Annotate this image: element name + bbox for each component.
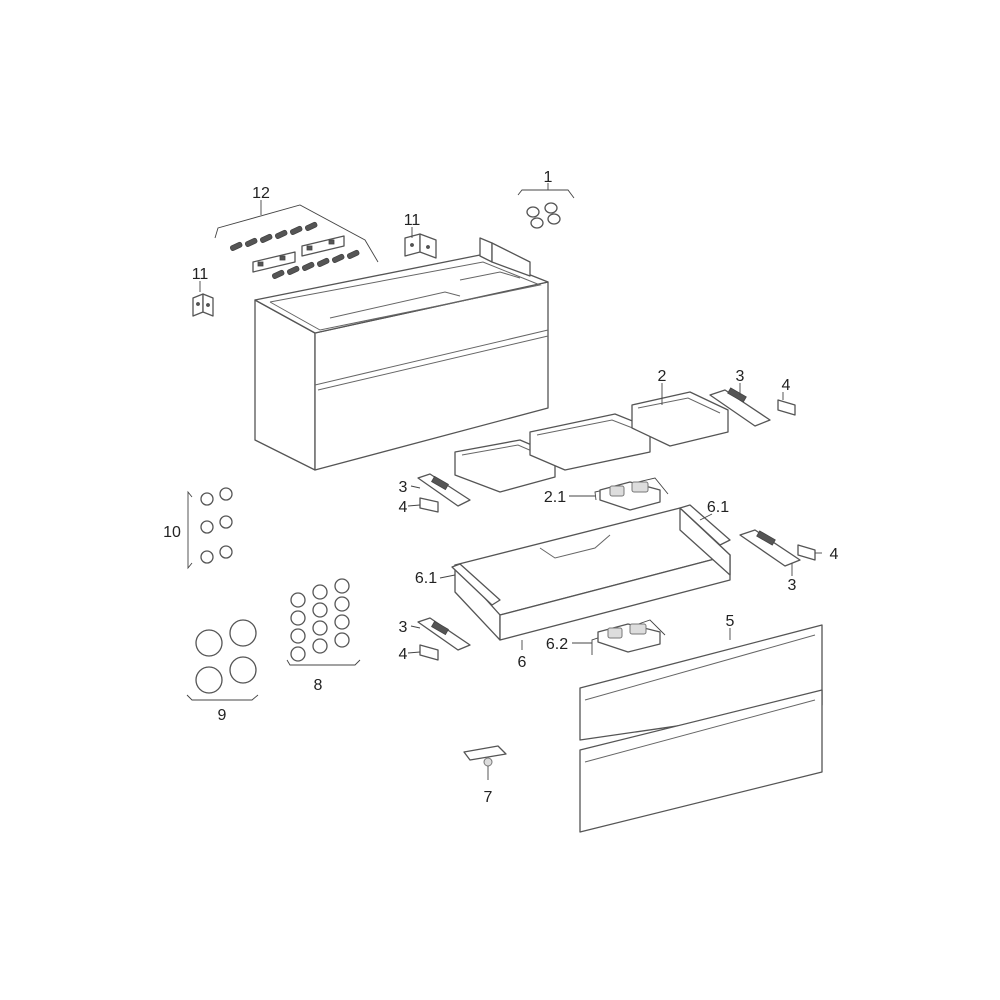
drawer-organiser (454, 391, 729, 493)
label-11-left: 11 (192, 266, 209, 283)
organiser-clip (594, 477, 669, 511)
mounting-brackets (252, 235, 345, 273)
drawer-runner-left-lower (417, 617, 471, 651)
screw-row-lower (271, 249, 360, 279)
label-4-upper-right: 4 (782, 377, 791, 394)
label-2: 2 (658, 368, 667, 385)
label-9: 9 (218, 707, 227, 724)
leader-lines (199, 183, 822, 654)
label-3-right-middle: 3 (788, 577, 797, 594)
plug-set (187, 487, 233, 570)
drawer-frame (454, 507, 731, 641)
label-4-left-lower: 4 (399, 646, 408, 663)
label-1: 1 (544, 169, 553, 186)
label-3-left-upper: 3 (399, 479, 408, 496)
label-10: 10 (163, 524, 181, 541)
fixing-clip (463, 745, 507, 780)
screw-row-upper (229, 221, 318, 251)
label-8: 8 (314, 677, 323, 694)
drawer-runner-upper-right (709, 387, 771, 427)
wall-mounting-set (214, 204, 379, 279)
label-4-left-upper: 4 (399, 499, 408, 516)
part-labels: 1 12 11 11 2 3 4 3 4 2.1 6.1 10 4 6.1 3 … (163, 169, 838, 806)
label-3-left-lower: 3 (399, 619, 408, 636)
label-5: 5 (726, 613, 735, 630)
label-2-1: 2.1 (544, 489, 566, 506)
cover-cap-right-middle (797, 544, 816, 561)
label-4-right-middle: 4 (830, 546, 839, 563)
feet-set (517, 189, 575, 229)
label-6-1-left: 6.1 (415, 570, 437, 587)
drawer-fronts (579, 624, 823, 833)
drawer-runner-left-upper (417, 473, 471, 507)
label-6: 6 (518, 654, 527, 671)
drawer-clip (591, 619, 666, 655)
label-6-1-top: 6.1 (707, 499, 729, 516)
label-12: 12 (252, 185, 270, 202)
label-3-upper-right: 3 (736, 368, 745, 385)
label-6-2: 6.2 (546, 636, 568, 653)
cover-cap-left-upper (419, 497, 439, 513)
drawer-side-rail-left (451, 563, 501, 606)
corner-bracket-top (404, 233, 437, 259)
cover-cap-left-lower (419, 644, 439, 661)
label-7: 7 (484, 789, 493, 806)
label-11-top: 11 (404, 212, 421, 229)
cabinet-body (254, 237, 549, 471)
drawer-side-rail-top (679, 504, 731, 546)
corner-bracket-left (192, 293, 214, 317)
cover-cap-upper-right (777, 399, 796, 416)
buffer-set (286, 578, 361, 666)
drawer-runner-right-middle (739, 529, 801, 567)
knob-set (186, 619, 259, 701)
